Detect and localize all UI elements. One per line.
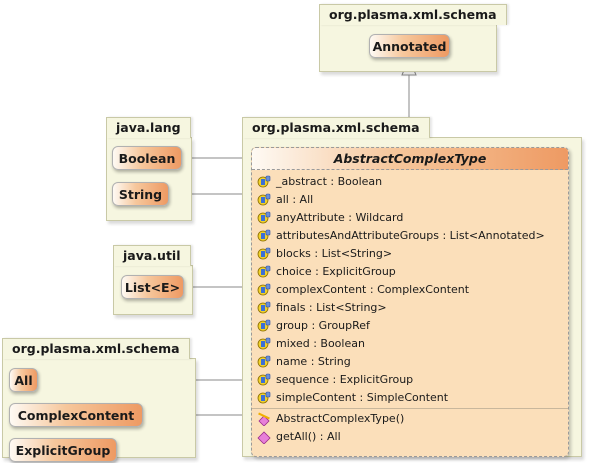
field-row[interactable]: group : GroupRef xyxy=(252,317,568,335)
method-label: getAll() : All xyxy=(276,430,341,443)
field-row[interactable]: all : All xyxy=(252,191,568,209)
protected-field-icon xyxy=(257,265,271,278)
compartment-divider xyxy=(252,408,568,409)
field-label: mixed : Boolean xyxy=(276,337,365,350)
field-list: _abstract : Boolean all : All anyAttribute… xyxy=(252,173,568,407)
field-row[interactable]: _abstract : Boolean xyxy=(252,173,568,191)
field-row[interactable]: choice : ExplicitGroup xyxy=(252,263,568,281)
field-label: simpleContent : SimpleContent xyxy=(276,391,449,404)
class-all[interactable]: All xyxy=(9,368,38,392)
field-row[interactable]: complexContent : ComplexContent xyxy=(252,281,568,299)
class-list[interactable]: List<E> xyxy=(121,275,184,299)
field-label: finals : List<String> xyxy=(276,301,387,314)
field-row[interactable]: attributesAndAttributeGroups : List<Anno… xyxy=(252,227,568,245)
package-label: org.plasma.xml.schema xyxy=(2,338,190,359)
field-label: blocks : List<String> xyxy=(276,247,393,260)
class-members: _abstract : Boolean all : All anyAttribute… xyxy=(252,170,568,446)
constructor-label: AbstractComplexType() xyxy=(276,412,405,425)
field-row[interactable]: name : String xyxy=(252,353,568,371)
field-label: all : All xyxy=(276,193,314,206)
field-label: attributesAndAttributeGroups : List<Anno… xyxy=(276,229,545,242)
package-label: org.plasma.xml.schema xyxy=(242,117,430,138)
constructor-row[interactable]: AbstractComplexType() xyxy=(252,410,568,428)
protected-field-icon xyxy=(257,193,271,206)
protected-field-icon xyxy=(257,319,271,332)
package-label: java.util xyxy=(113,245,191,266)
protected-field-icon xyxy=(257,247,271,260)
protected-field-icon xyxy=(257,355,271,368)
package-top: org.plasma.xml.schema xyxy=(319,4,507,72)
class-boolean[interactable]: Boolean xyxy=(112,146,182,170)
class-abstractcomplextype[interactable]: AbstractComplexType _abstract : Boolean a… xyxy=(251,147,569,457)
field-label: _abstract : Boolean xyxy=(276,175,383,188)
field-label: anyAttribute : Wildcard xyxy=(276,211,404,224)
protected-field-icon xyxy=(257,211,271,224)
field-row[interactable]: simpleContent : SimpleContent xyxy=(252,389,568,407)
protected-field-icon xyxy=(257,175,271,188)
protected-field-icon xyxy=(257,337,271,350)
field-label: complexContent : ComplexContent xyxy=(276,283,470,296)
field-row[interactable]: blocks : List<String> xyxy=(252,245,568,263)
class-annotated[interactable]: Annotated xyxy=(369,34,450,58)
field-row[interactable]: anyAttribute : Wildcard xyxy=(252,209,568,227)
field-label: sequence : ExplicitGroup xyxy=(276,373,414,386)
protected-field-icon xyxy=(257,283,271,296)
field-label: choice : ExplicitGroup xyxy=(276,265,396,278)
protected-field-icon xyxy=(257,391,271,404)
constructor-icon xyxy=(258,412,270,426)
class-complexcontent[interactable]: ComplexContent xyxy=(9,403,143,427)
protected-field-icon xyxy=(257,301,271,314)
method-icon xyxy=(257,431,271,444)
field-label: name : String xyxy=(276,355,351,368)
field-label: group : GroupRef xyxy=(276,319,370,332)
method-row[interactable]: getAll() : All xyxy=(252,428,568,446)
method-list: getAll() : All xyxy=(252,428,568,446)
class-explicitgroup[interactable]: ExplicitGroup xyxy=(9,438,117,462)
package-label: java.lang xyxy=(106,117,191,138)
package-label: org.plasma.xml.schema xyxy=(319,4,507,25)
field-row[interactable]: mixed : Boolean xyxy=(252,335,568,353)
protected-field-icon xyxy=(257,229,271,242)
field-row[interactable]: sequence : ExplicitGroup xyxy=(252,371,568,389)
field-row[interactable]: finals : List<String> xyxy=(252,299,568,317)
class-title: AbstractComplexType xyxy=(252,148,568,170)
class-string[interactable]: String xyxy=(112,182,169,206)
protected-field-icon xyxy=(257,373,271,386)
